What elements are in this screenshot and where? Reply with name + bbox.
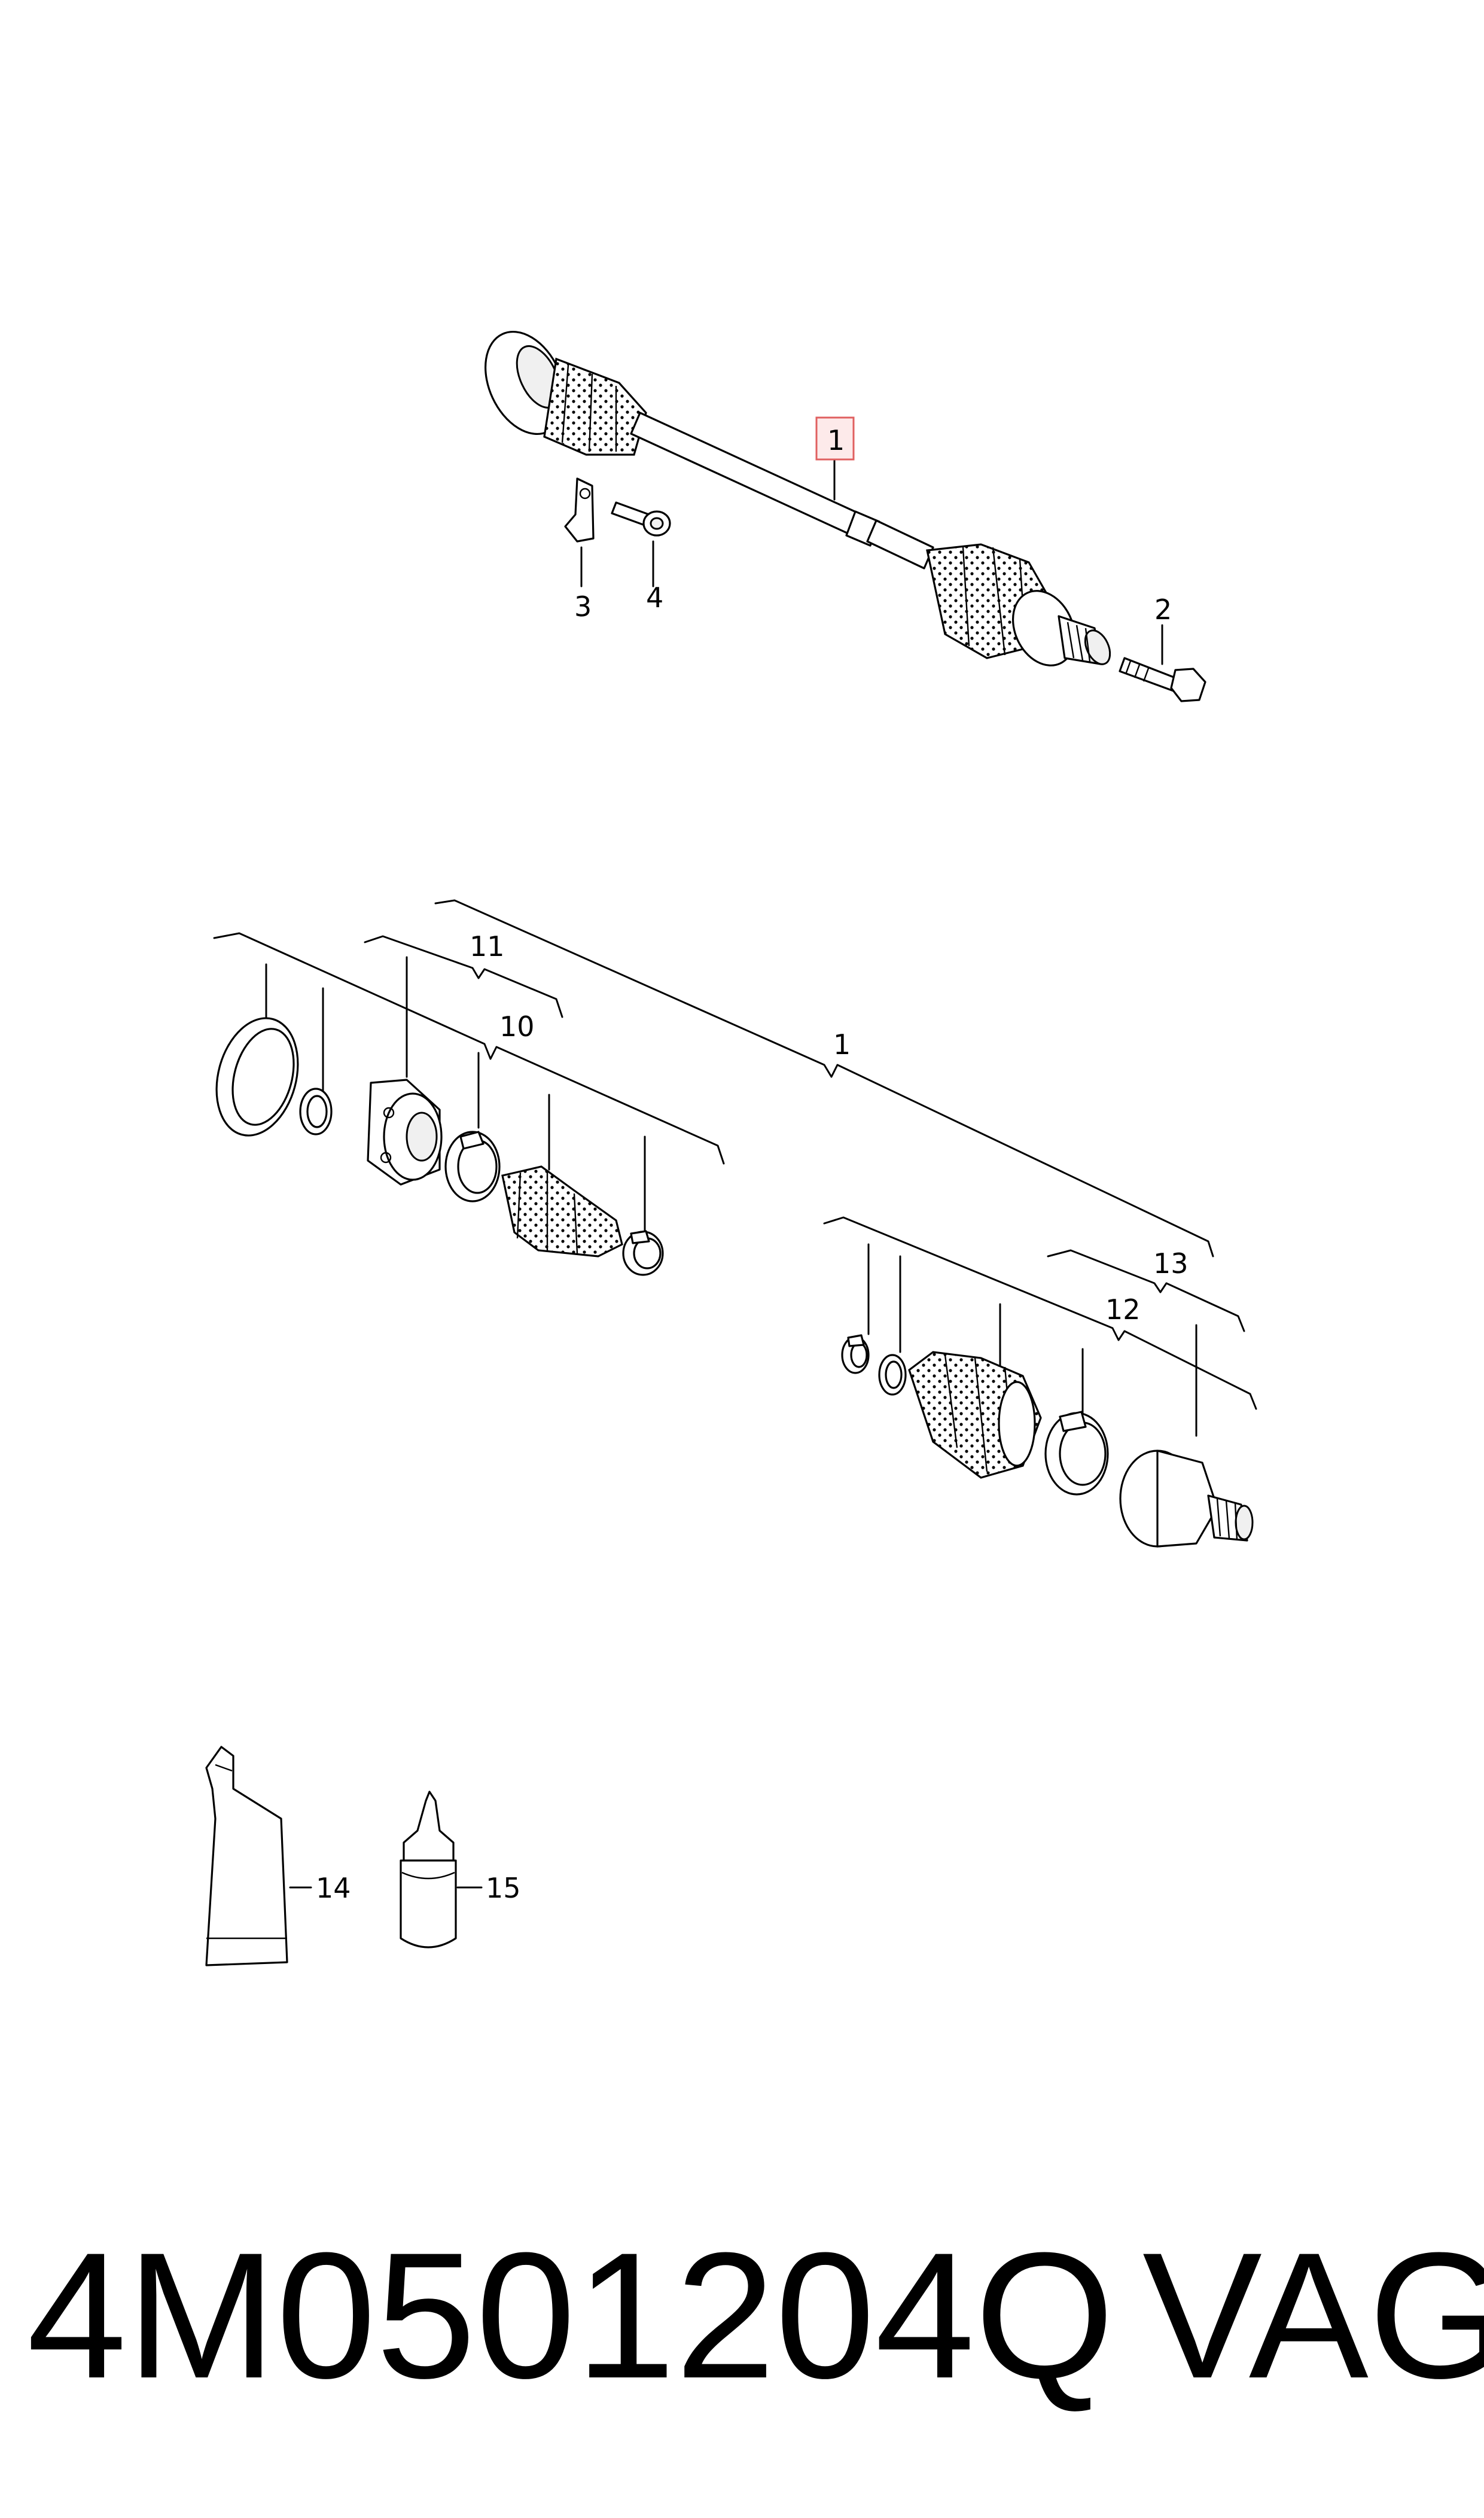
brand-label: VAG xyxy=(1142,2215,1484,2416)
bracket-group-10 xyxy=(213,932,725,1165)
inner-joint-flange[interactable] xyxy=(367,1079,443,1186)
bracket-group-12 xyxy=(823,1216,1257,1410)
bracket-group-11 xyxy=(364,935,563,1018)
clamp-left-small[interactable] xyxy=(622,1230,664,1276)
boot-left[interactable] xyxy=(501,1165,623,1258)
callout-label-13[interactable]: 13 xyxy=(1153,1247,1189,1280)
callout-label-11[interactable]: 11 xyxy=(470,930,505,963)
callout-label-4[interactable]: 4 xyxy=(646,581,663,614)
clamp-right-large[interactable] xyxy=(1044,1411,1109,1496)
leader-drops-right xyxy=(867,1243,1197,1437)
callout-box-1-highlight xyxy=(815,416,855,461)
clamp-right-small[interactable] xyxy=(841,1334,870,1374)
callout-label-2[interactable]: 2 xyxy=(1154,593,1172,626)
bracket-group-1 xyxy=(434,899,1214,1258)
circlip-small-right[interactable] xyxy=(878,1354,907,1396)
lock-plate-part-3[interactable] xyxy=(564,477,595,543)
outer-cv-joint[interactable] xyxy=(1119,1450,1254,1548)
boot-right[interactable] xyxy=(908,1351,1042,1479)
seal-ring-large[interactable] xyxy=(204,1009,310,1145)
circlip-small-left[interactable] xyxy=(299,1088,333,1135)
callout-label-3[interactable]: 3 xyxy=(574,590,592,623)
grease-tube-part-14[interactable] xyxy=(205,1746,288,1966)
part-number-label: 4M0501204Q xyxy=(27,2215,1115,2416)
callout-label-15[interactable]: 15 xyxy=(486,1872,521,1904)
callout-label-1-top[interactable]: 1 xyxy=(827,424,845,456)
drive-shaft-assembly[interactable] xyxy=(470,319,1115,675)
callout-label-14[interactable]: 14 xyxy=(316,1872,351,1904)
bolt-part-2[interactable] xyxy=(1119,657,1206,702)
footer: 4M0501204Q VAG xyxy=(0,2225,1484,2405)
clamp-left-large[interactable] xyxy=(444,1131,501,1202)
bracket-group-13 xyxy=(1047,1249,1245,1332)
bolt-part-4[interactable] xyxy=(611,501,671,537)
leader-drops-left xyxy=(265,956,646,1234)
callout-label-1-group[interactable]: 1 xyxy=(833,1028,851,1061)
sealant-bottle-part-15[interactable] xyxy=(400,1791,457,1948)
callout-label-10[interactable]: 10 xyxy=(499,1010,535,1043)
callout-label-12[interactable]: 12 xyxy=(1105,1293,1141,1326)
